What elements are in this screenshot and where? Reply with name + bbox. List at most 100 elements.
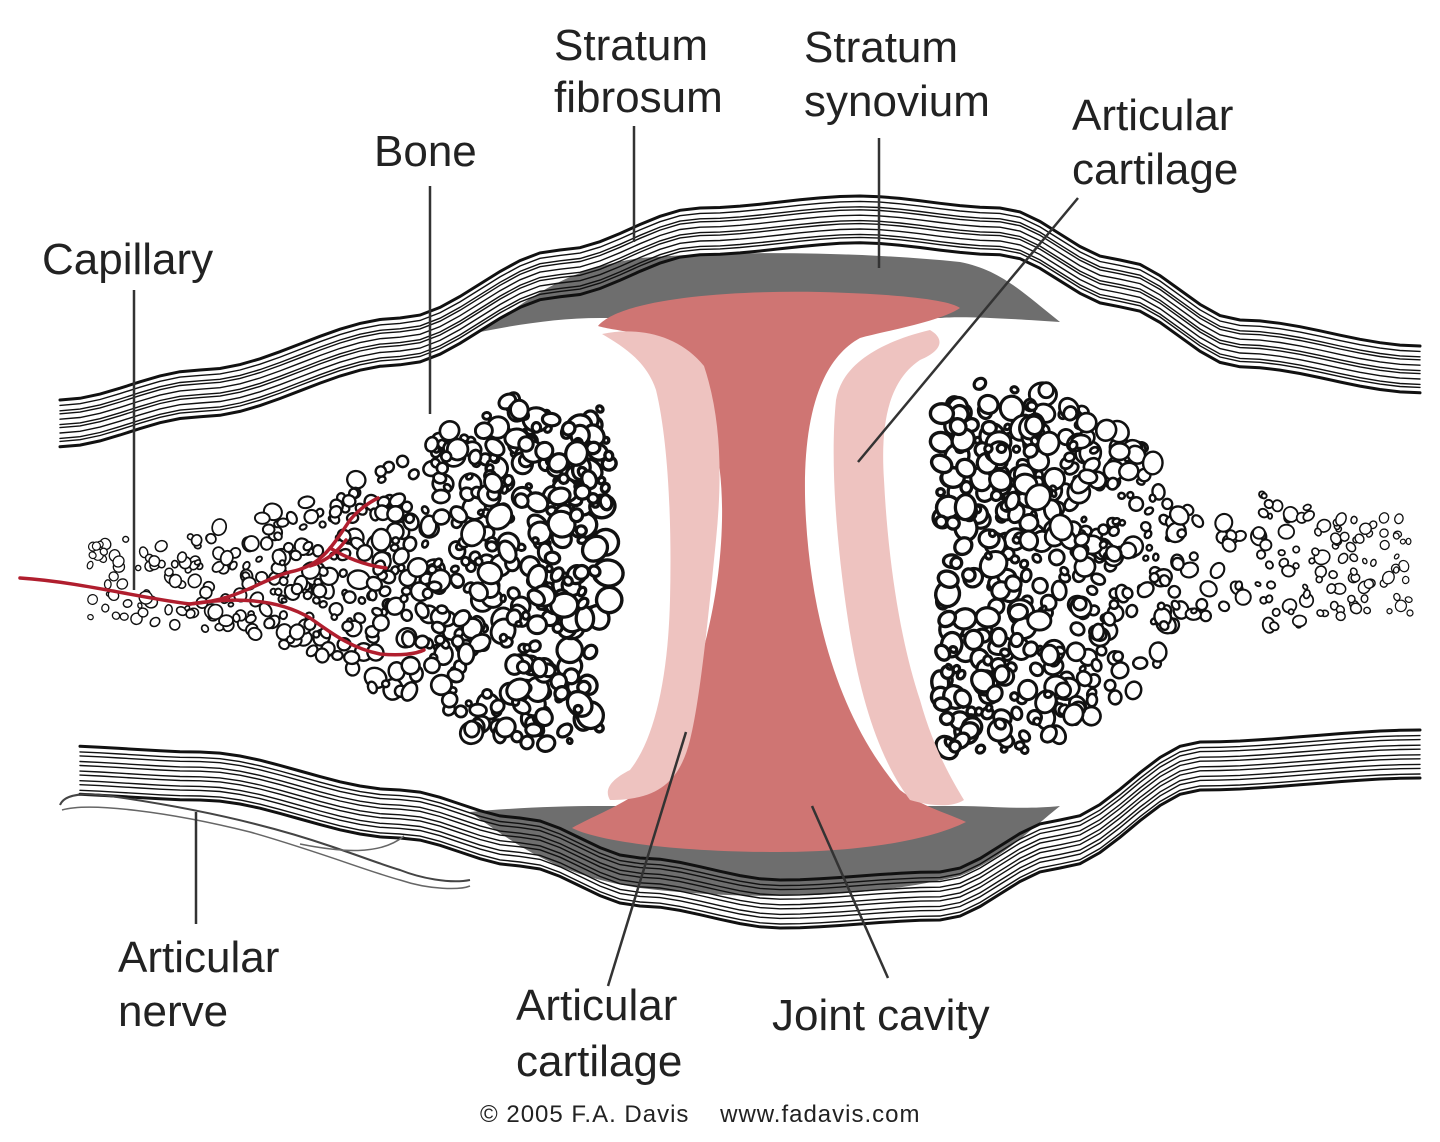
bone-pore [211,518,228,537]
bone-pore [1101,611,1117,627]
bone-pore [259,536,274,551]
bone-pore [1386,608,1393,615]
bone-pore [573,483,592,501]
bone-pore [353,612,367,625]
bone-pore [435,461,450,476]
bone-pore [1347,594,1356,604]
bone-pore [1095,644,1108,657]
bone-pore [949,555,964,571]
bone-pore [200,624,210,633]
bone-pore [442,482,453,493]
bone-pore [1085,584,1099,597]
bone-pore [530,421,543,434]
bone-pore [1176,528,1188,539]
bone-pore [530,656,549,679]
capsule-fiber [79,763,1421,916]
bone-pore [517,435,535,453]
bone-pore [982,654,994,667]
bone-pore [574,524,588,537]
bone-pore [278,576,289,587]
capsule-fiber [58,194,1422,402]
bone-pore [944,662,954,671]
bone-pore [439,450,453,463]
bone-pore [1179,561,1200,579]
bone-pore [1359,522,1372,535]
bone-pore [1302,589,1311,600]
capsule-fiber [79,758,1421,910]
bone-pore [400,586,412,597]
bone-pore [338,568,348,578]
bone-pore [390,536,401,546]
bone-pore [1349,553,1359,563]
bone-pore [1148,571,1160,584]
bone-pore [243,535,260,552]
bone-pore [420,539,430,549]
bone-pore [977,393,1000,416]
bone-pore [1062,702,1085,727]
bone-pore [937,609,958,629]
bone-pore [1075,669,1093,688]
bone-pore [406,556,429,579]
bone-pore [995,442,1008,454]
bone-pore [948,417,968,437]
bone-pore [449,564,460,574]
bone-pore [1121,586,1134,600]
bone-pore [1404,596,1413,603]
bone-pore [546,509,577,539]
bone-pore [423,656,441,675]
bone-pore [430,620,447,635]
bone-pore [1143,529,1153,540]
bone-pore [468,702,488,718]
bone-pore [1073,531,1090,548]
bone-pore [1195,597,1209,612]
bone-pore [929,453,954,475]
capsule-fiber [59,222,1421,429]
bone-pore [985,684,1004,704]
bone-pore [598,492,614,512]
bone-pore [453,704,469,719]
bone-pore [367,589,378,602]
bone-pore [419,514,438,538]
bone-pore [1167,584,1182,599]
bone-pore [526,563,548,590]
bone-pore [1221,537,1237,553]
bone-pore [1062,405,1079,422]
label-bone: Bone [374,127,477,176]
bone-pore [1328,570,1338,580]
bone-pore [289,549,302,562]
bone-pore [1392,532,1400,540]
bone-pore [445,437,470,462]
bone-pore [928,402,956,426]
leader-articular-cartilage-top [857,197,1079,463]
bone-pore [499,593,507,604]
bone-pore [1063,451,1076,463]
bone-pore [1311,547,1320,557]
bone-pore [1009,691,1020,702]
bone-pore [1188,551,1199,562]
bone-pore [420,505,430,515]
bone-pore [595,404,605,414]
bone-pore [1326,583,1337,595]
bone-pore [341,620,354,633]
bone-pore [1104,544,1123,563]
bone-pore [1337,552,1349,565]
bone-pore [556,722,574,739]
capsule-fiber [79,748,1421,900]
capsule-fiber [79,744,1421,896]
bone-pore [154,539,168,553]
bone-pore [536,734,557,753]
bone-pore [1107,525,1120,538]
capsule-fiber [59,200,1421,407]
leader-articular-cartilage-bottom [606,731,688,987]
bone-pore [1118,518,1127,527]
bone-pore [122,599,133,608]
bone-pore [378,585,392,598]
bone-pore [1269,621,1280,632]
bone-pore [489,698,506,715]
bone-pore [449,505,469,524]
bone-pore [395,454,410,469]
bone-pore [1393,553,1400,560]
articular-nerve-line-outline [61,806,471,890]
bone-pore [464,472,474,481]
